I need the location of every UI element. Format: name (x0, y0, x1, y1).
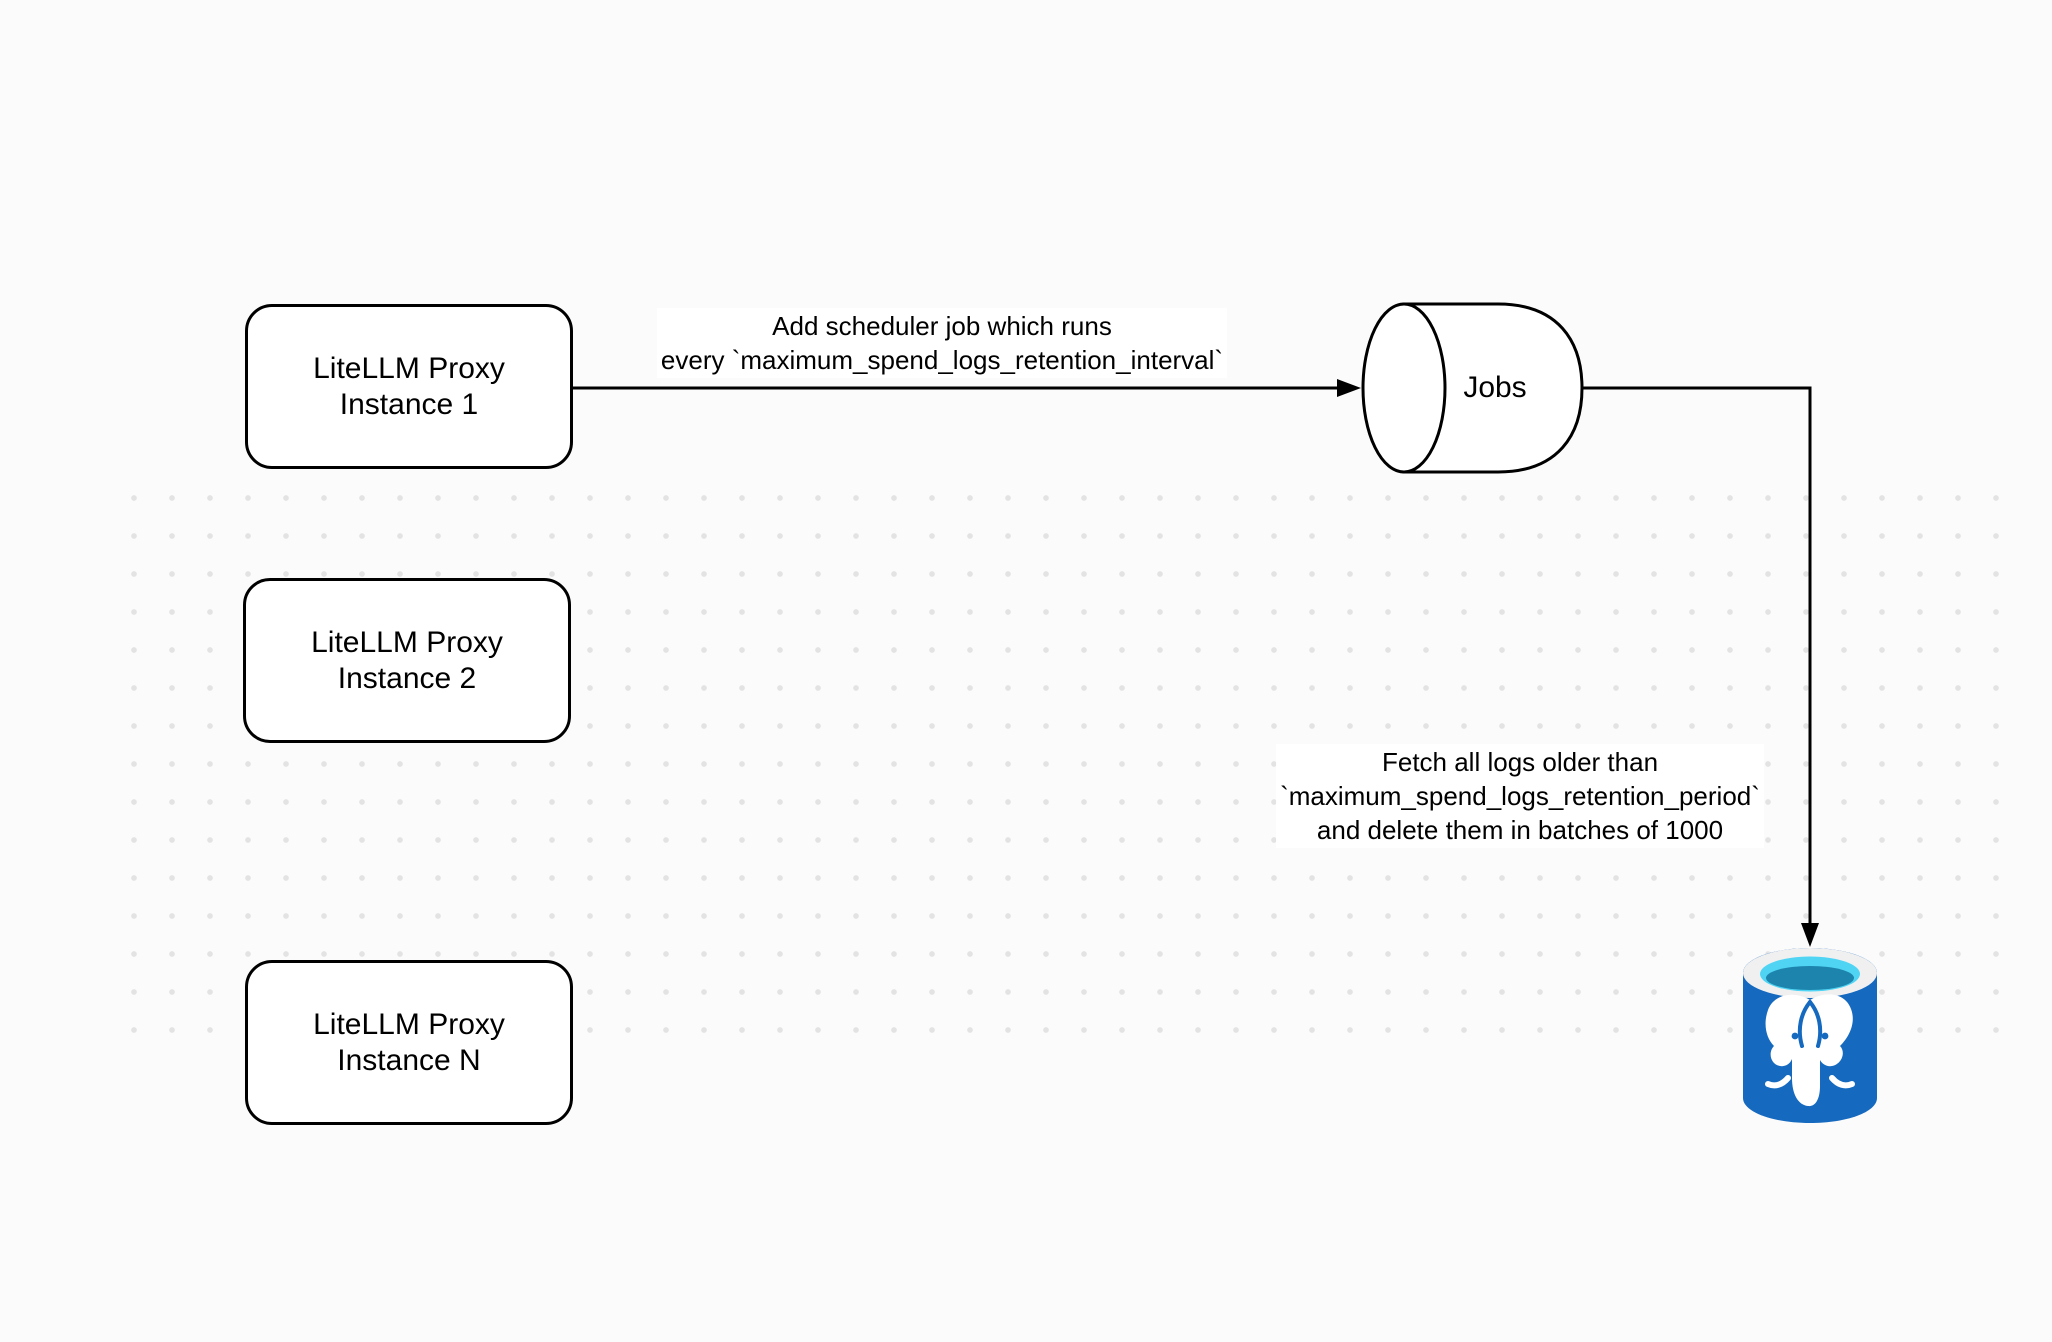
edge-fetch-arrowhead (1801, 923, 1819, 947)
node-label-line: LiteLLM Proxy (313, 351, 505, 385)
node-label-line: LiteLLM Proxy (311, 625, 503, 659)
edge-label-line: and delete them in batches of 1000 (1316, 815, 1724, 845)
postgres-elephant-icon (1765, 994, 1855, 1107)
edge-label-line: `maximum_spend_logs_retention_period` (1280, 781, 1760, 811)
postgresql-database-icon (1743, 948, 1877, 1123)
edge-scheduler-arrowhead (1337, 379, 1361, 397)
node-label-line: Instance 1 (339, 387, 479, 421)
node-litellm-proxy-instance-1: LiteLLM Proxy Instance 1 (245, 304, 573, 469)
node-label-line: LiteLLM Proxy (313, 1007, 505, 1041)
edge-fetch-line (1582, 386, 1812, 928)
node-litellm-proxy-instance-2: LiteLLM Proxy Instance 2 (243, 578, 571, 743)
edge-label-fetch: Fetch all logs older than `maximum_spend… (1276, 744, 1764, 848)
node-jobs-label: Jobs (1463, 371, 1527, 404)
postgres-cylinder-depth (1766, 966, 1854, 990)
node-litellm-proxy-instance-n: LiteLLM Proxy Instance N (245, 960, 573, 1125)
node-label-line: Instance 2 (337, 661, 477, 695)
edge-label-line: every `maximum_spend_logs_retention_inte… (660, 345, 1224, 375)
edge-label-line: Fetch all logs older than (1381, 747, 1659, 777)
node-label-line: Instance N (337, 1043, 481, 1077)
edge-label-scheduler: Add scheduler job which runs every `maxi… (656, 308, 1228, 378)
edge-label-line: Add scheduler job which runs (772, 311, 1112, 341)
node-jobs-cylinder (1361, 302, 1584, 474)
